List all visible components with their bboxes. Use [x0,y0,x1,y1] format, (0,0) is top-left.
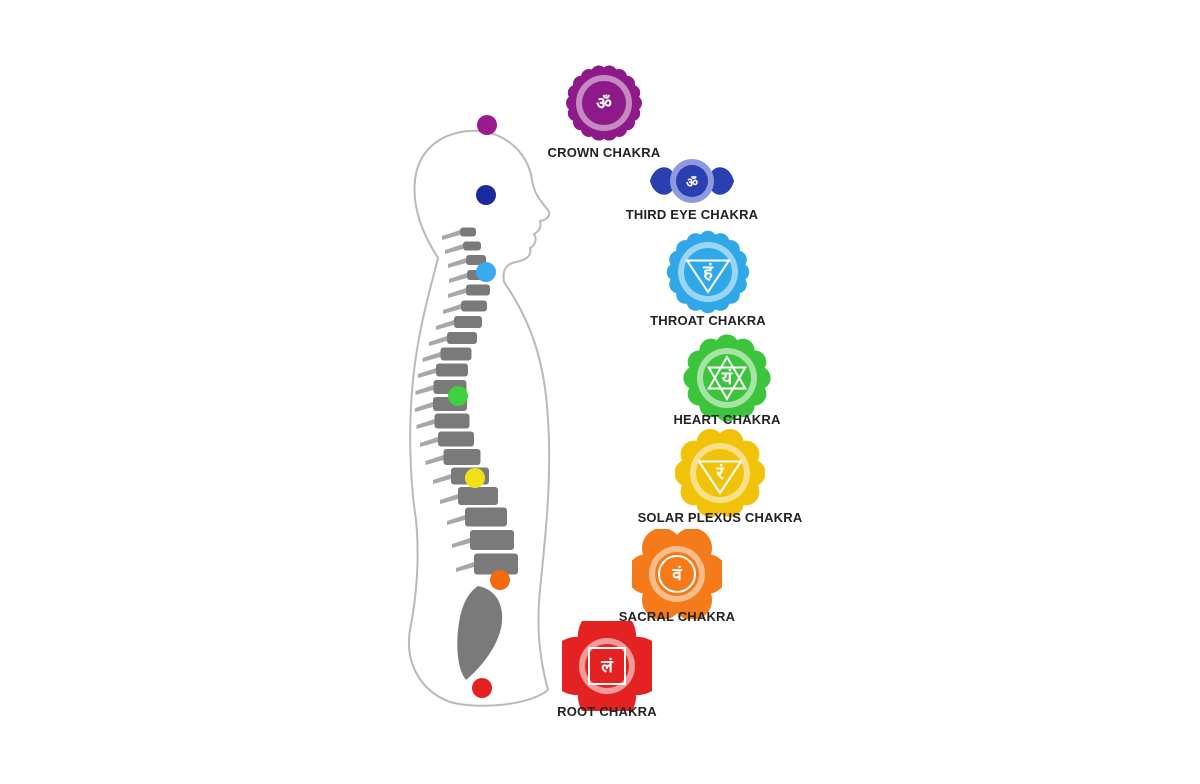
spinous-process [452,538,470,548]
chakra-label: SOLAR PLEXUS CHAKRA [637,510,803,525]
vertebra [458,487,498,505]
spinous-process [433,474,451,484]
crown-chakra-icon: ॐ [565,65,643,141]
chakra-label: THROAT CHAKRA [650,313,766,328]
heart-dot [448,386,468,406]
chakra-item: ॐ CROWN CHAKRA [504,58,704,174]
vertebra [447,332,477,344]
sacral-chakra-icon: वं [632,529,722,619]
spinous-process [415,402,433,412]
vertebra [470,530,514,550]
vertebra [443,449,481,465]
spinous-process [448,288,466,298]
bija-glyph: यं [721,368,734,389]
spine [415,227,518,680]
spinous-process [443,304,461,314]
sacral-dot [490,570,510,590]
body-outline [408,130,549,707]
solar-plexus-chakra-icon: रं [675,429,765,517]
spinous-process [447,515,465,525]
spinous-process [420,437,438,447]
bija-glyph: ॐ [596,94,612,114]
chakra-label: CROWN CHAKRA [547,145,661,160]
heart-chakra-icon: यं [683,334,771,422]
spinous-process [418,368,436,378]
chakra-label: ROOT CHAKRA [557,704,657,719]
chakra-item: वं SACRAL CHAKRA [577,529,777,638]
vertebra [461,300,487,312]
throat-dot [476,262,496,282]
chakra-item: लं ROOT CHAKRA [507,621,707,733]
root-dot [472,678,492,698]
chakra-label: SACRAL CHAKRA [618,609,736,624]
face-profile [467,129,551,691]
bija-glyph: रं [715,463,724,484]
sacrum [457,586,503,680]
spinous-process [449,273,467,283]
chakra-label: THIRD EYE CHAKRA [625,207,759,222]
chakra-item: हं THROAT CHAKRA [608,227,808,342]
vertebra [454,316,482,328]
spinous-process [415,385,434,395]
spinous-process [440,494,458,504]
solar-plexus-dot [465,468,485,488]
vertebra [460,227,476,237]
vertebra [463,241,481,251]
spinous-process [416,419,435,429]
chakra-item: रं SOLAR PLEXUS CHAKRA [620,428,820,539]
spinous-process [429,336,447,346]
bija-glyph: ॐ [686,175,698,191]
vertebra [436,363,468,377]
vertebra [438,431,474,447]
vertebra [434,413,470,429]
spinous-process [442,230,460,240]
vertebra [474,553,518,575]
third-eye-chakra-icon: ॐ [650,159,734,203]
vertebra [465,507,507,527]
throat-chakra-icon: हं [666,230,750,314]
third-eye-dot [476,185,496,205]
spinous-process [448,258,466,268]
spinous-process [436,320,454,330]
crown-dot [477,115,497,135]
spinous-process [425,455,444,465]
chakra-item: ॐ THIRD EYE CHAKRA [592,136,792,236]
spinous-process [422,352,441,362]
bija-glyph: वं [671,565,683,585]
spinous-process [456,562,474,572]
root-chakra-icon: लं [562,621,652,711]
chakra-item: यं HEART CHAKRA [627,333,827,441]
vertebra [440,347,472,361]
vertebra [466,284,490,296]
chakra-label: HEART CHAKRA [673,412,781,427]
bija-glyph: हं [702,262,714,283]
bija-glyph: लं [600,657,614,677]
spinous-process [445,244,463,254]
